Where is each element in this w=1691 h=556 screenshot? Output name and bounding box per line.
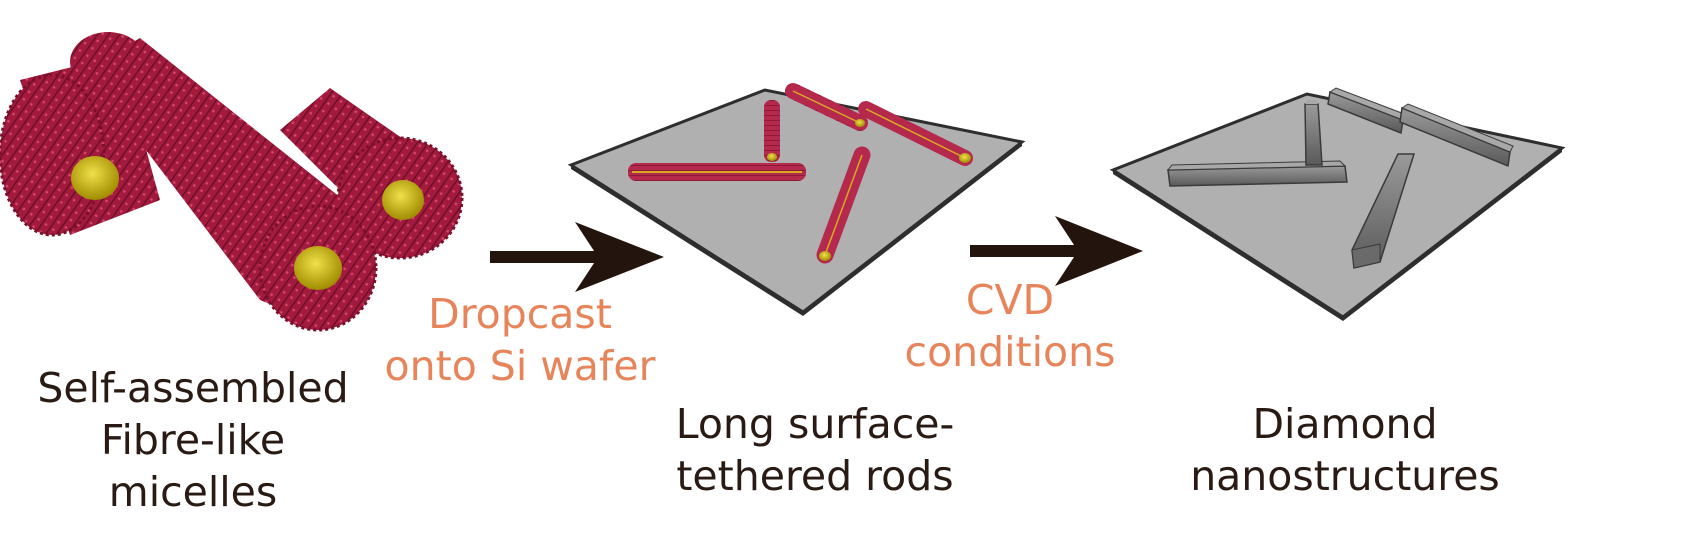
caption-line: Long surface- <box>675 400 955 448</box>
rod <box>816 146 871 264</box>
rod <box>764 100 780 162</box>
rod <box>628 163 806 181</box>
arrow-dropcast <box>490 222 664 292</box>
diamond-illustration <box>1109 87 1566 321</box>
caption-rods: Long surface- tethered rods <box>640 398 990 502</box>
caption-line: Diamond <box>1252 400 1438 448</box>
caption-line: Self-assembled <box>37 364 349 412</box>
caption-line: nanostructures <box>1190 452 1500 500</box>
diamond-bar <box>1351 153 1416 269</box>
diamond-bar <box>1304 100 1323 166</box>
step-cvd: CVD conditions <box>895 274 1125 378</box>
caption-diamond: Diamond nanostructures <box>1170 398 1520 502</box>
step-line: CVD <box>965 276 1055 324</box>
diamond-bar <box>1399 103 1514 168</box>
caption-line: micelles <box>108 468 278 516</box>
arrow-cvd <box>970 216 1143 286</box>
step-dropcast: Dropcast onto Si wafer <box>365 288 675 392</box>
rod <box>785 83 868 131</box>
step-line: onto Si wafer <box>384 342 656 390</box>
rod <box>858 101 973 166</box>
diamond-bar <box>1166 160 1348 187</box>
caption-line: Fibre-like <box>100 416 286 464</box>
caption-micelles: Self-assembled Fibre-like micelles <box>18 362 368 518</box>
si-wafer-diamond <box>1109 92 1566 319</box>
caption-line: tethered rods <box>676 452 954 500</box>
step-line: Dropcast <box>428 290 612 338</box>
step-line: conditions <box>904 328 1116 376</box>
micelles-illustration <box>0 32 464 332</box>
micelle-front <box>70 32 378 332</box>
rods-illustration <box>567 83 1026 316</box>
